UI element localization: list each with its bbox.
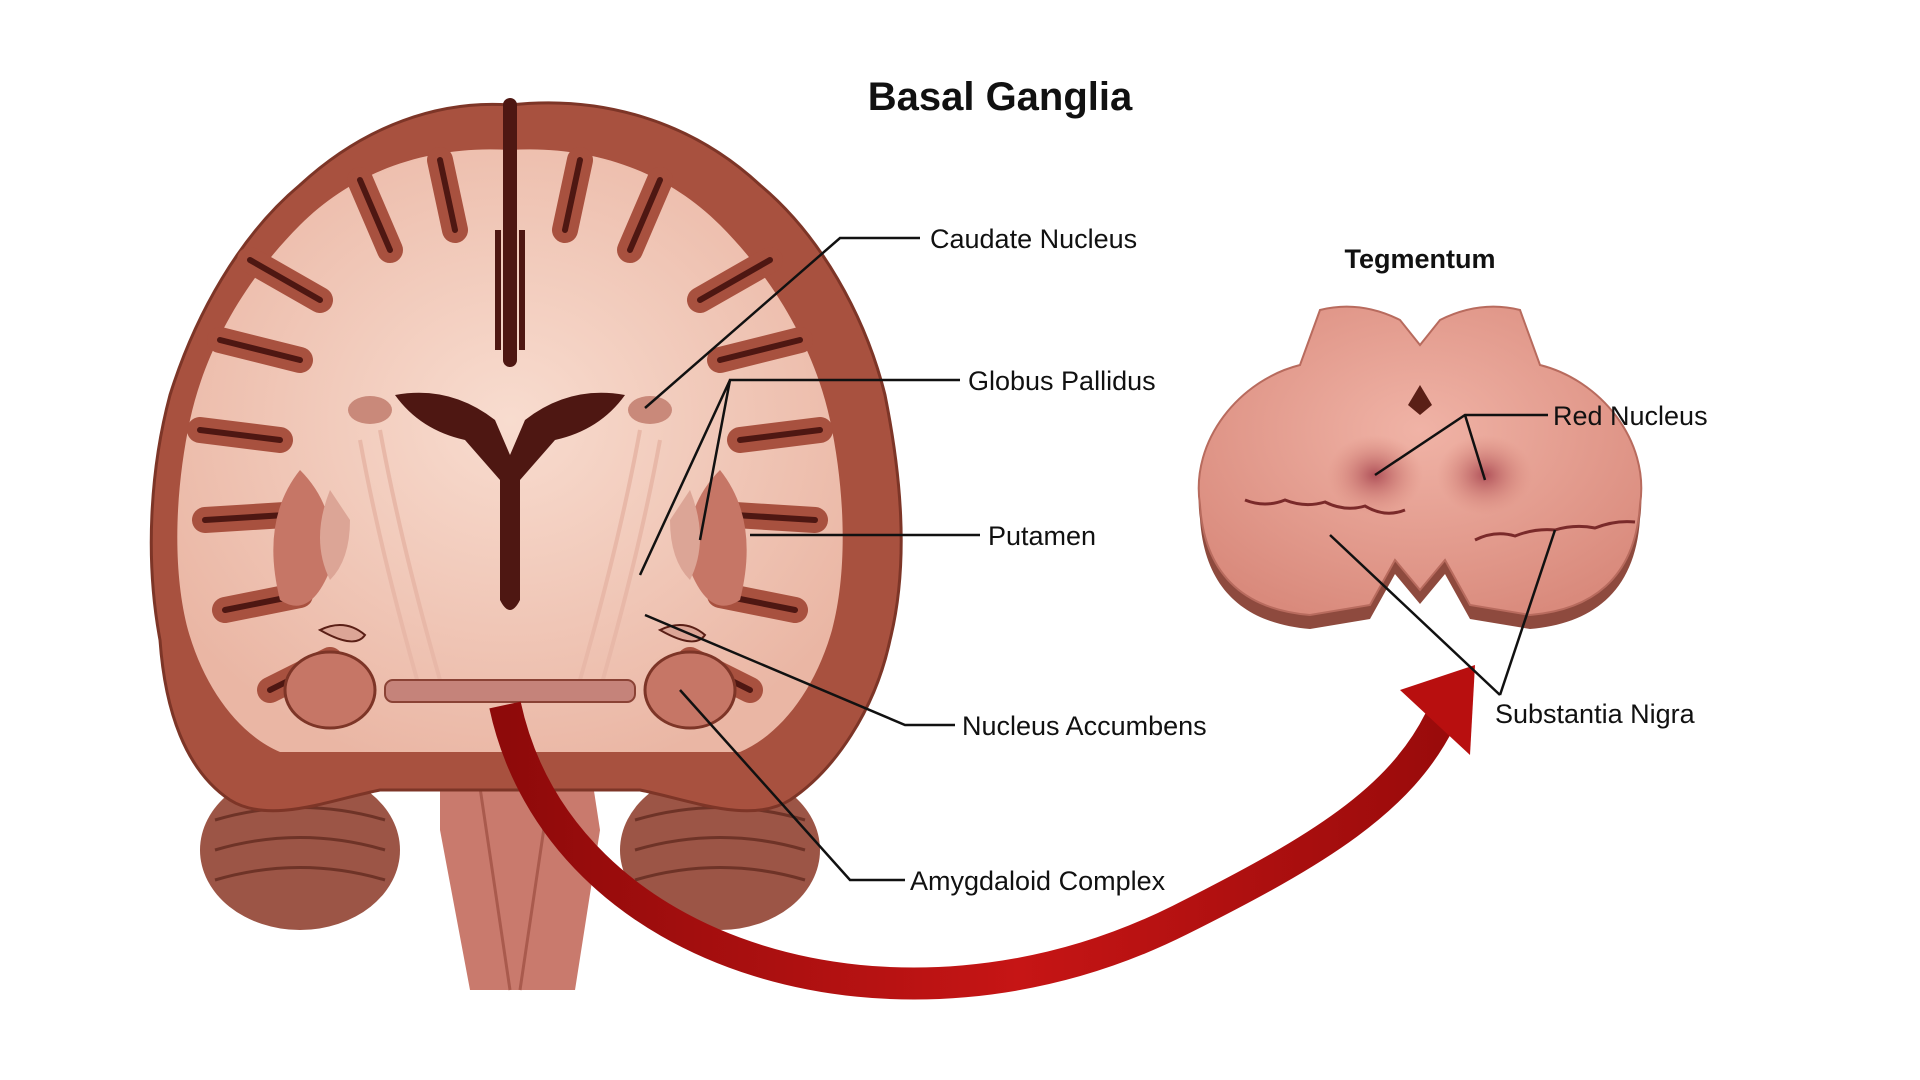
arrow-shaft	[489, 701, 1455, 1000]
tegmentum-title: Tegmentum	[1344, 244, 1495, 274]
label-caudate-nucleus: Caudate Nucleus	[930, 224, 1137, 254]
tegmentum-surface	[1197, 305, 1643, 617]
label-red-nucleus: Red Nucleus	[1553, 401, 1708, 431]
midbrain-section-slab	[384, 679, 636, 703]
amygdaloid-complex-left	[283, 650, 377, 730]
leader-globus	[638, 378, 960, 576]
nucleus-accumbens	[657, 624, 707, 643]
coronal-brain-section	[149, 98, 903, 991]
leader-accumbens	[644, 613, 955, 727]
label-globus-pallidus: Globus Pallidus	[968, 366, 1156, 396]
red-nucleus-right	[1437, 435, 1533, 515]
leader-lines	[638, 236, 1557, 882]
cerebral-aqueduct	[1408, 385, 1432, 415]
cerebellum-left	[200, 770, 400, 930]
caudate-nucleus	[628, 396, 672, 424]
label-amygdaloid-complex: Amygdaloid Complex	[910, 866, 1166, 896]
diagram-title: Basal Ganglia	[868, 75, 1133, 119]
amygdaloid-complex	[643, 650, 737, 730]
arrow-head	[1400, 665, 1475, 755]
substantia-nigra-left	[1244, 498, 1406, 515]
tegmentum-section	[1197, 305, 1643, 629]
putamen-left	[273, 470, 332, 606]
section-arrow	[489, 665, 1475, 1000]
label-substantia-nigra: Substantia Nigra	[1495, 699, 1696, 729]
leader-red-nucleus	[1374, 413, 1548, 481]
label-putamen: Putamen	[988, 521, 1096, 551]
lateral-ventricles	[395, 392, 625, 610]
white-matter	[177, 149, 843, 752]
leader-amygdala	[679, 689, 905, 882]
leader-caudate	[644, 236, 920, 409]
globus-pallidus	[670, 490, 700, 580]
leader-substantia-nigra	[1329, 529, 1557, 696]
caudate-nucleus-left	[348, 396, 392, 424]
globus-pallidus-left	[320, 490, 350, 580]
putamen	[688, 470, 747, 606]
cerebellum-right	[620, 770, 820, 930]
label-nucleus-accumbens: Nucleus Accumbens	[962, 711, 1207, 741]
